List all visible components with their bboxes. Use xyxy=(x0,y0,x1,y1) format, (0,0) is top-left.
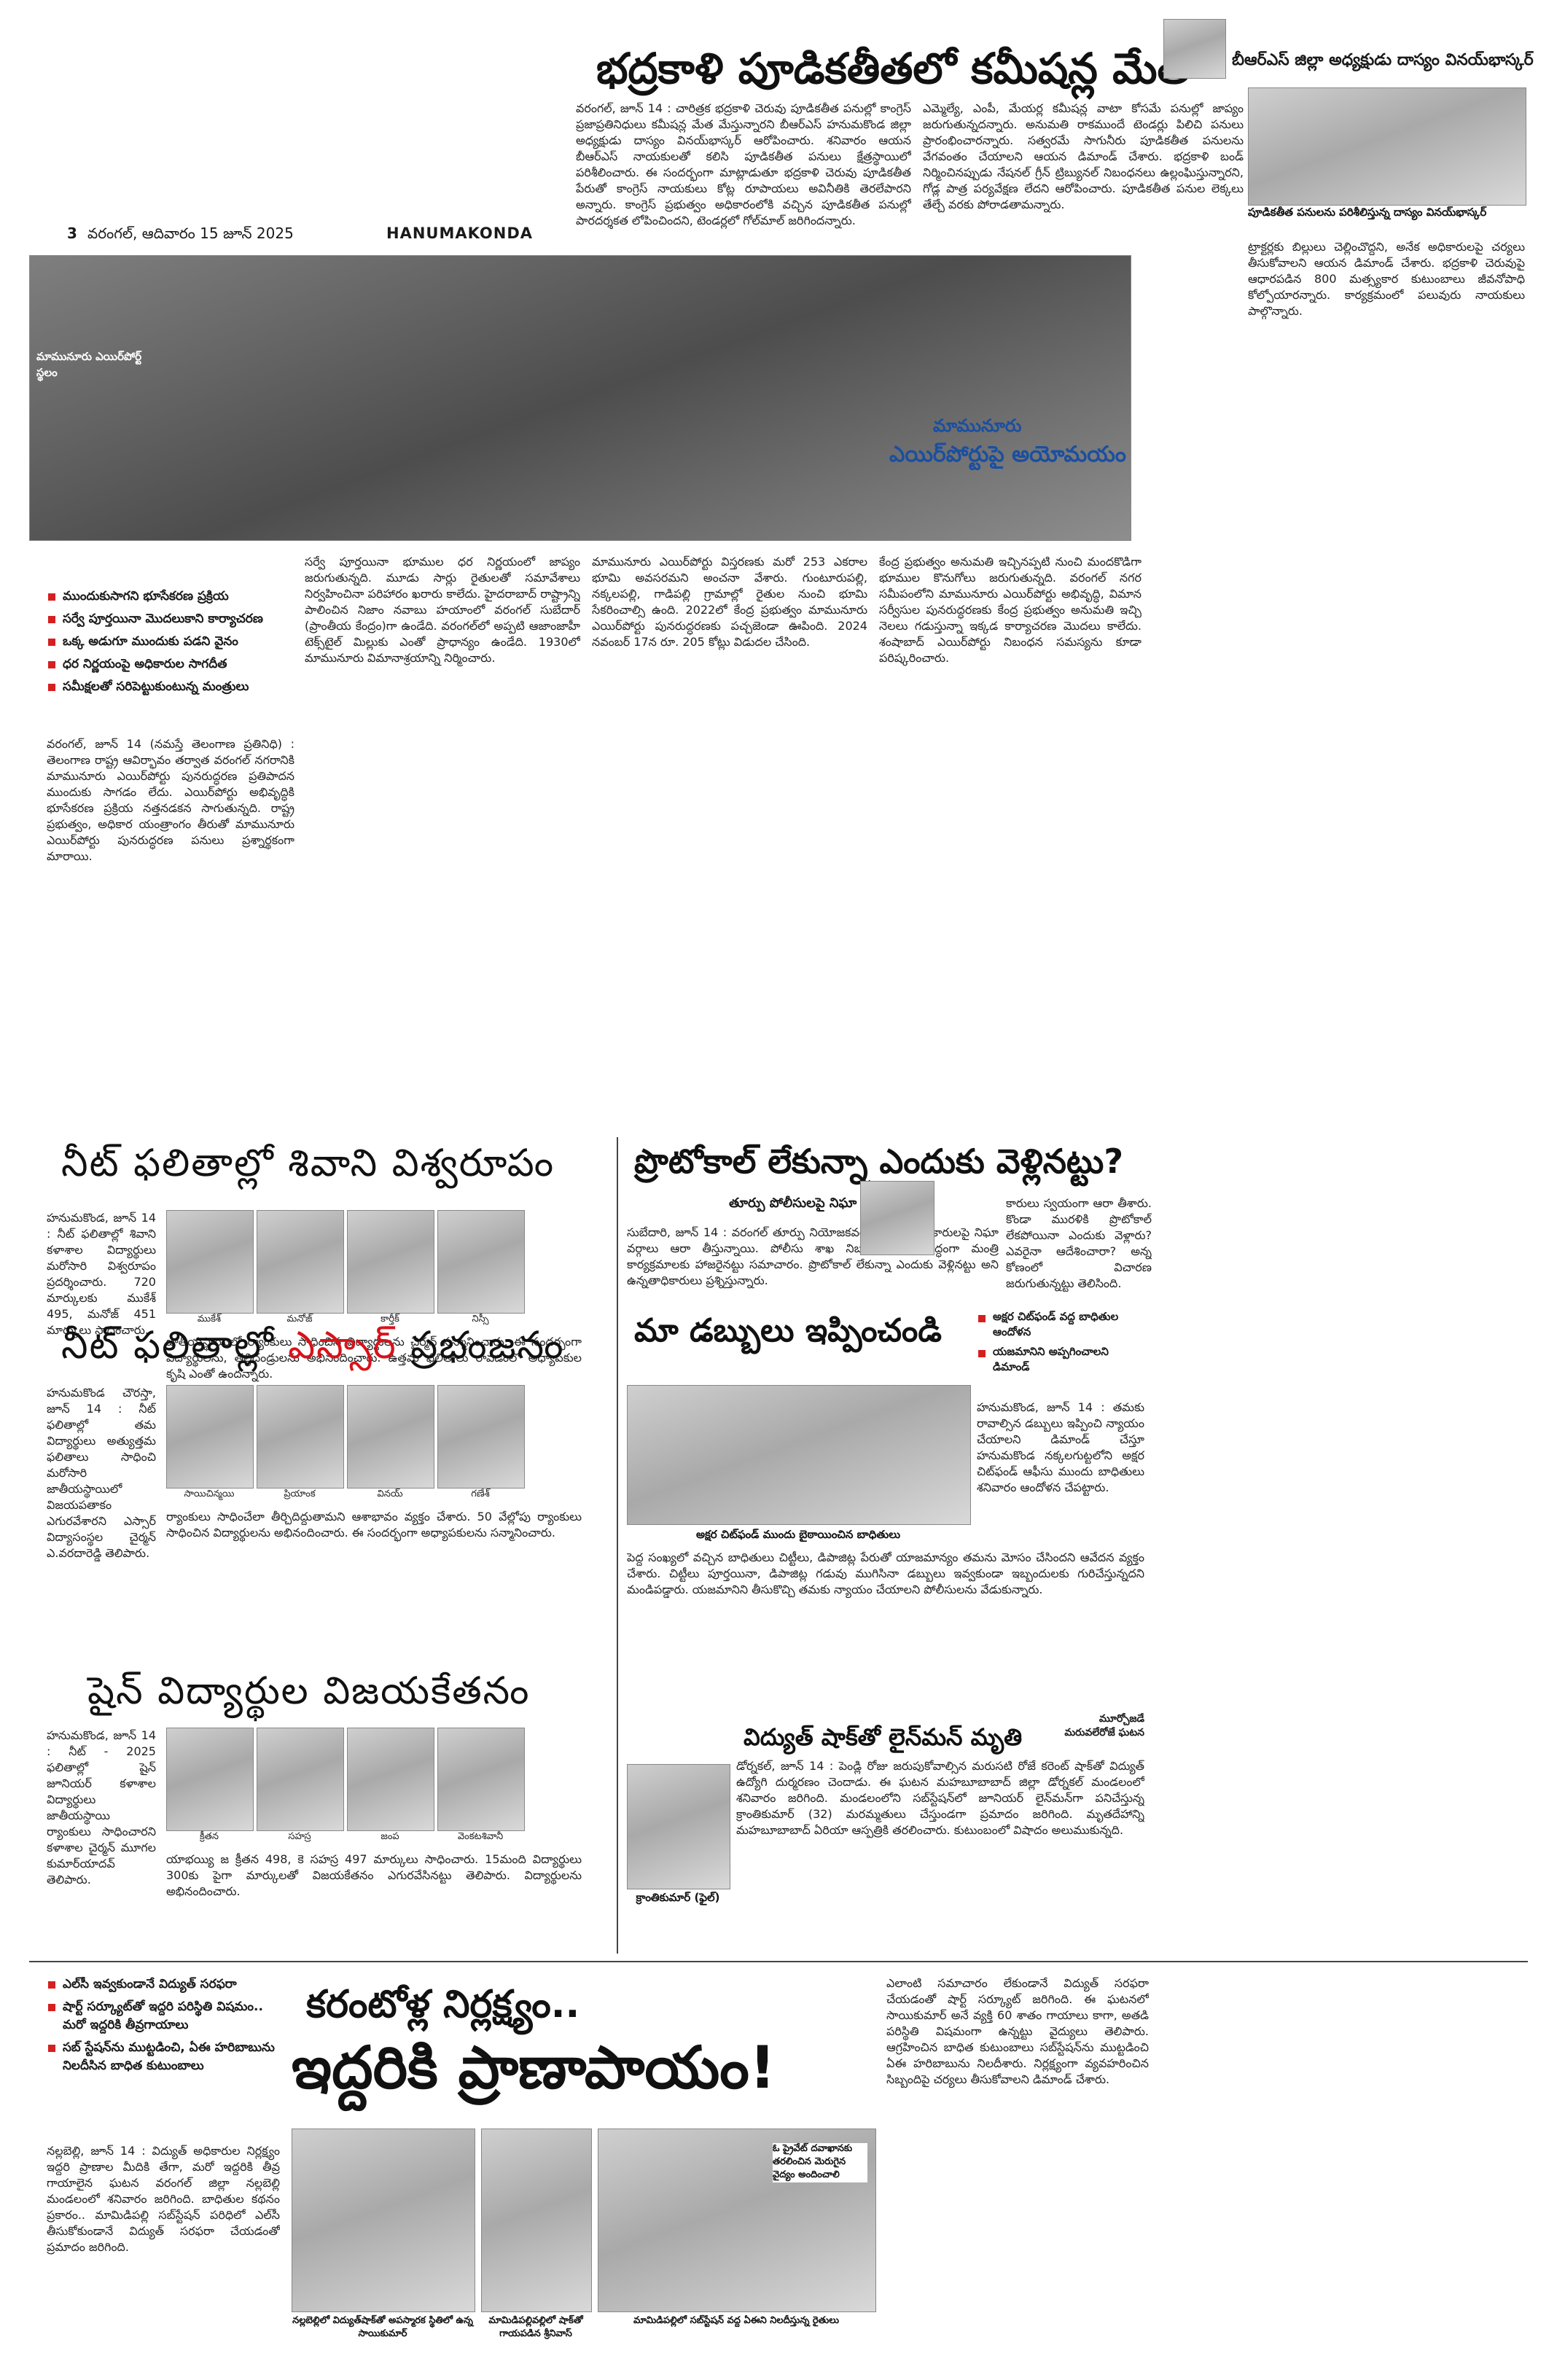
shine-headline: షైన్ విద్యార్థుల విజయకేతనం xyxy=(87,1669,531,1713)
neet-sr-headline-accent: ఎస్సార్ xyxy=(288,1324,397,1367)
mamunuru-photo xyxy=(29,255,1131,541)
neet-shivani-photo-2 xyxy=(257,1210,344,1314)
mamunuru-col-2: సర్వే పూర్తయినా భూముల ధర నిర్ణయంలో జాప్య… xyxy=(305,555,580,665)
mamunuru-headline: ఎయిర్‌పోర్టుపై అయోమయం xyxy=(889,442,1126,467)
current-col-1: నల్లబెల్లి, జూన్ 14 : విద్యుత్ అధికారుల … xyxy=(47,2144,280,2254)
mamunuru-kicker: మామునూరు xyxy=(933,415,1022,436)
current-photo-caption-3: మామిడిపల్లిలో సబ్‌స్టేషన్ వద్ద ఏఈని నిలద… xyxy=(633,2315,839,2326)
current-photo-1 xyxy=(292,2129,475,2312)
neet-shivani-photo-1 xyxy=(166,1210,254,1314)
mamunuru-highlights: ముందుకుసాగని భూసేకరణ ప్రక్రియ సర్వే పూర్… xyxy=(47,588,294,701)
shine-name: వెంకటశివానీ xyxy=(457,1831,504,1842)
page-number: 3 xyxy=(67,225,77,242)
highlight-item: ఒక్క అడుగూ ముందుకు పడని వైనం xyxy=(47,633,294,651)
shine-col-2: యాభయ్యి జ క్రీతన 498, కె సహస్ర 497 మార్క… xyxy=(166,1852,582,1898)
top-story-col-2: ఎమ్మెల్యే, ఎంపీ, మేయర్ల కమీషన్ల వాటా కోస… xyxy=(923,101,1244,211)
protocol-photo xyxy=(860,1181,934,1255)
highlight-item: అక్షర చిట్‌ఫండ్ వద్ద బాధితుల ఆందోళన xyxy=(977,1309,1144,1340)
top-story-col-1: వరంగల్, జూన్ 14 : చారిత్రక భద్రకాళి చెరు… xyxy=(576,101,911,227)
neet-sr-photo-1 xyxy=(166,1385,254,1489)
neet-shivani-photo-3 xyxy=(347,1210,434,1314)
divider xyxy=(29,1961,1528,1962)
neet-shivani-col-2: జాతీయస్థాయిలో ర్యాంకులు సాధించిన విద్యార… xyxy=(166,1335,582,1381)
neet-shivani-name: మనోజ్ xyxy=(286,1314,313,1324)
shine-photo-3 xyxy=(347,1728,434,1831)
current-photo-caption-2: మామిడిపల్లివల్లిలో షాక్‌తో గాయపడిన శ్రీన… xyxy=(488,2315,583,2339)
mamunuru-col-4: కేంద్ర ప్రభుత్వం అనుమతి ఇచ్చినప్పటి నుంచ… xyxy=(879,555,1142,665)
top-story-col-3: ట్రాక్టర్లకు బిల్లులు చెల్లించొద్దని, అన… xyxy=(1248,240,1525,318)
neet-sr-headline-suffix: ప్రభంజనం xyxy=(397,1324,565,1367)
money-highlights: అక్షర చిట్‌ఫండ్ వద్ద బాధితుల ఆందోళన యజమా… xyxy=(977,1309,1144,1379)
top-story-portrait xyxy=(1163,19,1226,79)
money-col-1: హనుమకొండ, జూన్ 14 : తమకు రావాల్సిన డబ్బు… xyxy=(977,1400,1144,1494)
neet-sr-photo-4 xyxy=(437,1385,525,1489)
current-headline-1: కరంటోళ్ల నిర్లక్ష్యం.. xyxy=(306,1983,580,2026)
shine-name: జంప xyxy=(381,1831,399,1842)
dateline: వరంగల్, ఆదివారం 15 జూన్ 2025 xyxy=(87,225,294,242)
shine-photo-1 xyxy=(166,1728,254,1831)
current-headline-2: ఇద్దరికి ప్రాణాపాయం! xyxy=(292,2034,776,2102)
neet-sr-name: వినయ్ xyxy=(377,1489,403,1499)
top-story-photo xyxy=(1248,87,1526,206)
neet-sr-name: సాయిచిన్మయి xyxy=(184,1489,235,1499)
current-photo-2 xyxy=(481,2129,592,2312)
neet-shivani-photo-4 xyxy=(437,1210,525,1314)
neet-shivani-name: ముకేశ్ xyxy=(197,1314,222,1324)
neet-shivani-col-1: హనుమకొండ, జూన్ 14 : నీట్ ఫలితాల్లో శివాన… xyxy=(47,1211,156,1337)
neet-shivani-headline: నీట్ ఫలితాల్లో శివాని విశ్వరూపం xyxy=(61,1142,555,1185)
current-col-2: ఎలాంటి సమాచారం లేకుండానే విద్యుత్ సరఫరా … xyxy=(886,1976,1149,2086)
top-story-photo-caption: పూడికతీత పనులను పరిశీలిస్తున్న దాస్యం వి… xyxy=(1248,206,1487,219)
current-photo-caption-1: నల్లబెల్లిలో విద్యుత్‌షాక్‌తో అపస్మారక స… xyxy=(292,2315,473,2339)
top-story-headline: భద్రకాళి పూడికతీతలో కమీషన్ల మేత xyxy=(596,44,1190,93)
money-headline: మా డబ్బులు ఇప్పించండి xyxy=(634,1312,942,1349)
shine-photo-2 xyxy=(257,1728,344,1831)
neet-sr-col-1: హనుమకొండ చౌరస్తా, జూన్ 14 : నీట్ ఫలితాల్… xyxy=(47,1386,156,1560)
highlight-item: సర్వే పూర్తయినా మొదలుకాని కార్యాచరణ xyxy=(47,610,294,628)
mamunuru-photo-caption: మామునూరు ఎయిర్‌పోర్ట్ స్థలం xyxy=(36,350,142,379)
mamunuru-col-1: వరంగల్, జూన్ 14 (నమస్తే తెలంగాణ ప్రతినిధ… xyxy=(47,737,294,863)
protocol-col-2: కారులు స్వయంగా ఆరా తీశారు. కొండా మురళికి… xyxy=(1006,1196,1152,1290)
edition-label: HANUMAKONDA xyxy=(386,225,534,242)
lineman-side-caption: మూర్చోజడే మరువలేరోజే ఘటన xyxy=(1064,1713,1144,1739)
neet-shivani-name: నిస్సీ xyxy=(472,1314,489,1324)
shine-name: క్రీతన xyxy=(199,1831,219,1842)
mamunuru-col-3: మామునూరు ఎయిర్‌పోర్టు విస్తరణకు మరో 253 … xyxy=(592,555,867,649)
highlight-item: ముందుకుసాగని భూసేకరణ ప్రక్రియ xyxy=(47,588,294,606)
divider xyxy=(617,1137,618,1954)
lineman-photo-caption: క్రాంతికుమార్ (ఫైల్) xyxy=(636,1891,720,1904)
lineman-col-1: డోర్నకల్, జూన్ 14 : పెండ్లి రోజు జరుపుకో… xyxy=(736,1759,1144,1837)
current-highlights: ఎల్‌సీ ఇవ్వకుండానే విద్యుత్ సరఫరా షార్ట్… xyxy=(47,1975,280,2080)
money-photo xyxy=(627,1385,971,1525)
current-photo-caption-4: ఓ ప్రైవేట్ దవాఖానకు తరలించిన మెరుగైన వైద… xyxy=(773,2143,867,2182)
shine-photo-4 xyxy=(437,1728,525,1831)
neet-sr-photo-3 xyxy=(347,1385,434,1489)
shine-name: సహస్ర xyxy=(288,1831,311,1842)
neet-shivani-name: కార్తీక్ xyxy=(381,1314,399,1324)
neet-sr-headline-prefix: నీట్ ఫలితాల్లో xyxy=(61,1324,289,1367)
neet-sr-headline: నీట్ ఫలితాల్లో ఎస్సార్ ప్రభంజనం xyxy=(61,1324,564,1377)
highlight-item: ధర నిర్ణయంపై అధికారుల సాగదీత xyxy=(47,655,294,674)
protocol-headline: ప్రొటోకాల్ లేకున్నా ఎందుకు వెళ్లినట్టు? xyxy=(634,1142,1124,1181)
shine-col-1: హనుమకొండ, జూన్ 14 : నీట్ - 2025 ఫలితాల్ల… xyxy=(47,1728,156,1887)
lineman-headline: విద్యుత్ షాక్‌తో లైన్‌మన్ మృతి xyxy=(744,1723,1023,1751)
highlight-item: సమీక్షలతో సరిపెట్టుకుంటున్న మంత్రులు xyxy=(47,678,294,696)
money-col-2: పెద్ద సంఖ్యలో వచ్చిన బాధితులు చిట్టీలు, … xyxy=(627,1550,1144,1596)
highlight-item: ఎల్‌సీ ఇవ్వకుండానే విద్యుత్ సరఫరా xyxy=(47,1975,280,1994)
highlight-item: యజమానిని అప్పగించాలని డిమాండ్ xyxy=(977,1344,1144,1375)
neet-sr-name: ప్రియాంక xyxy=(284,1489,316,1499)
top-story-side-caption: బీఆర్ఎస్ జిల్లా అధ్యక్షుడు దాస్యం వినయ్‌… xyxy=(1232,51,1534,69)
neet-sr-name: గణేశ్ xyxy=(471,1489,490,1499)
neet-sr-photo-2 xyxy=(257,1385,344,1489)
highlight-item: సబ్ స్టేషన్‌ను ముట్టడించి, ఏఈ హరిబాబును … xyxy=(47,2039,280,2075)
highlight-item: షార్ట్ సర్క్యూట్‌తో ఇద్దరి పరిస్థితి విష… xyxy=(47,1998,280,2034)
lineman-photo xyxy=(627,1764,730,1889)
neet-sr-col-2: ర్యాంకులు సాధించేలా తీర్చిదిద్దుతామని ఆశ… xyxy=(166,1510,582,1540)
money-photo-caption: అక్షర చిట్‌ఫండ్ ముందు బైఠాయించిన బాధితుల… xyxy=(695,1528,901,1541)
